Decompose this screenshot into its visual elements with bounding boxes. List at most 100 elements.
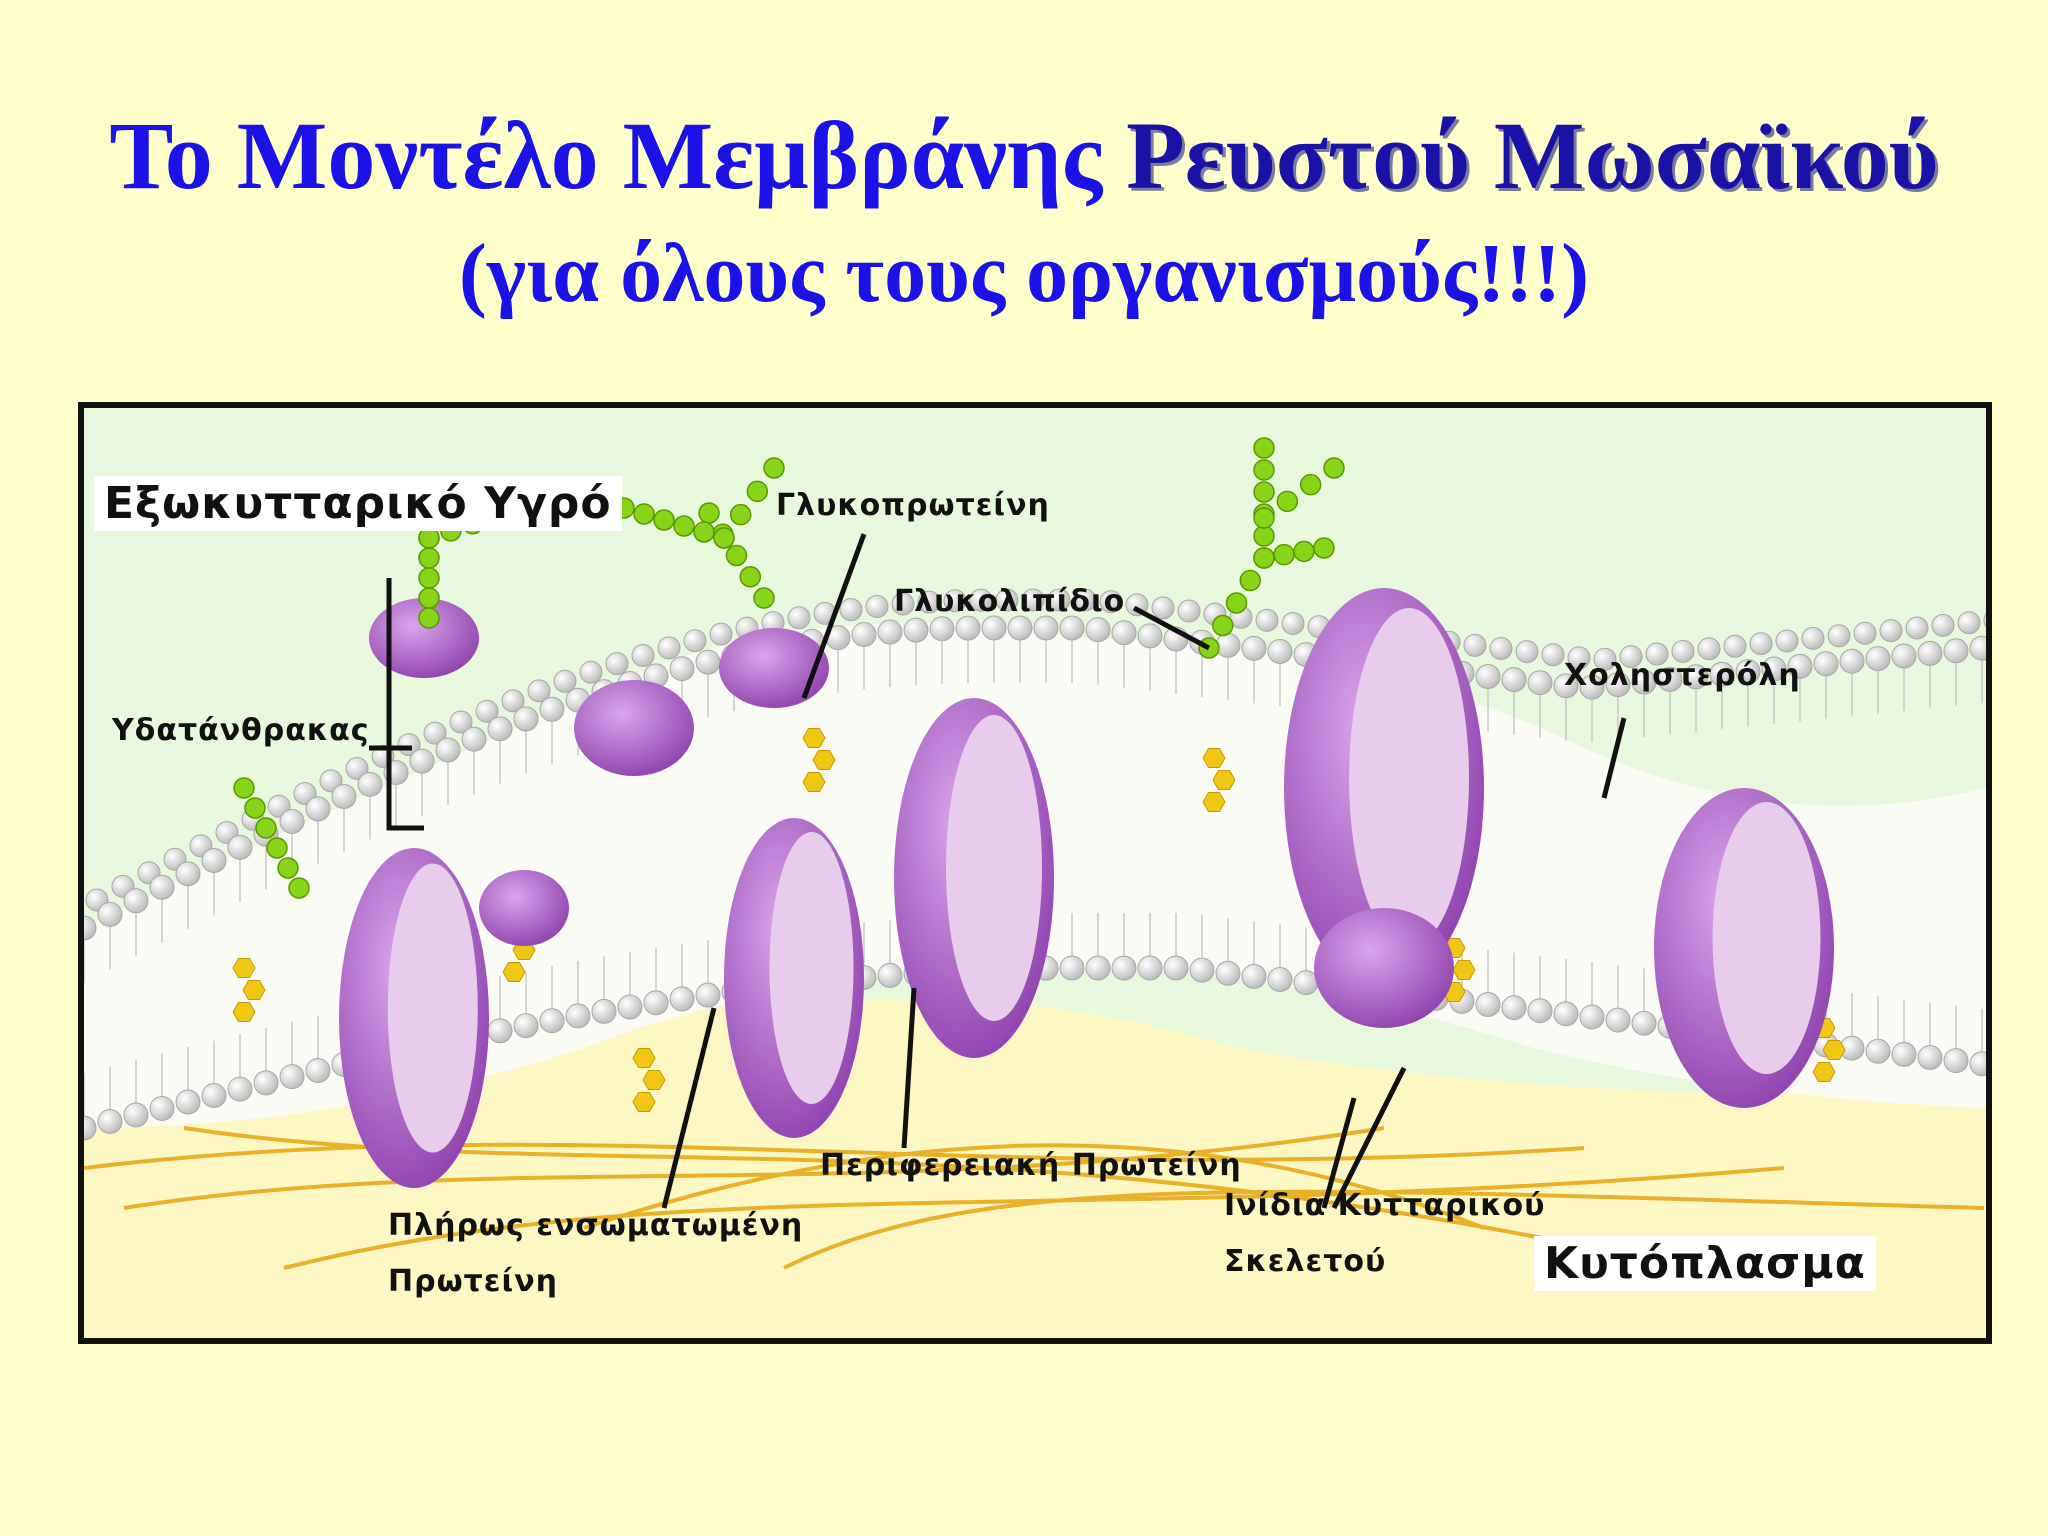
sugar-bead xyxy=(633,503,655,525)
sugar-bead xyxy=(729,503,752,526)
cholesterol-ring xyxy=(232,957,256,979)
lipid-head xyxy=(423,721,447,745)
lipid-head xyxy=(1749,632,1773,656)
lipid-head xyxy=(553,669,577,693)
label-glycoprotein: Γλυκοπρωτείνη xyxy=(776,488,1050,523)
lipid-head xyxy=(1709,661,1735,687)
lipid-head xyxy=(955,615,981,641)
lipid-head xyxy=(1281,612,1305,636)
lipid-head xyxy=(1059,615,1085,641)
lipid-head xyxy=(1605,1007,1631,1033)
peripheral-protein xyxy=(1314,908,1454,1028)
cholesterol-ring xyxy=(642,1069,666,1091)
lipid-head xyxy=(1241,635,1267,661)
lipid-head xyxy=(1137,955,1163,981)
lipid-head xyxy=(1735,659,1761,685)
leader-line xyxy=(386,578,424,831)
lipid-head xyxy=(1007,615,1033,641)
lipid-head xyxy=(969,588,993,612)
sugar-bead xyxy=(1253,507,1275,529)
lipid-head xyxy=(1189,957,1215,983)
lipid-head xyxy=(1839,648,1865,674)
filament xyxy=(783,1189,1985,1270)
lipid-head xyxy=(1787,653,1813,679)
lipid-head xyxy=(1463,633,1487,657)
lipid-head xyxy=(97,1108,123,1134)
lipid-head xyxy=(1553,1001,1579,1027)
lipid-head xyxy=(1475,991,1501,1017)
lipid-head xyxy=(591,998,617,1024)
sugar-bead xyxy=(753,587,775,609)
cholesterol-ring xyxy=(1202,747,1226,769)
lipid-head xyxy=(513,1013,539,1039)
lipid-head xyxy=(695,649,721,675)
lipid-head xyxy=(475,699,499,723)
lipid-head xyxy=(1891,1041,1917,1067)
lipid-head xyxy=(617,994,643,1020)
lipid-head xyxy=(1619,645,1643,669)
lipid-head xyxy=(1801,626,1825,650)
cholesterol-ring xyxy=(1452,959,1476,981)
lipid-head xyxy=(1489,636,1513,660)
lipid-head xyxy=(435,737,461,763)
lipid-head xyxy=(839,598,863,622)
cytoskeleton-filaments xyxy=(84,1126,1985,1270)
lipid-head xyxy=(1917,640,1943,666)
lipid-head xyxy=(1865,646,1891,672)
cholesterol-ring xyxy=(232,1001,256,1023)
lipid-head xyxy=(501,689,525,713)
lipid-head xyxy=(279,808,305,834)
lipid-head xyxy=(1085,955,1111,981)
lipid-head xyxy=(253,1070,279,1096)
sugar-bead xyxy=(1239,569,1261,592)
filament xyxy=(84,1142,1585,1170)
peripheral-protein xyxy=(719,628,829,708)
cholesterol-ring xyxy=(1822,1039,1846,1061)
sugar-bead xyxy=(266,837,288,859)
sugar-bead xyxy=(739,566,761,588)
lipid-head xyxy=(1579,1004,1605,1030)
lipid-head xyxy=(1215,632,1241,658)
cholesterol-ring xyxy=(632,1047,656,1069)
label-leader-lines xyxy=(369,533,1627,1210)
lipid-head xyxy=(1605,672,1631,698)
sugar-bead xyxy=(255,817,277,839)
lipid-head xyxy=(643,990,669,1016)
lipid-head xyxy=(1111,620,1137,646)
protein-face xyxy=(1712,802,1821,1074)
lipid-head xyxy=(631,643,655,667)
protein-face xyxy=(946,715,1042,1021)
lipid-head xyxy=(1931,613,1955,637)
lipid-head xyxy=(1215,960,1241,986)
lipid-head xyxy=(1047,588,1071,612)
sugar-bead xyxy=(698,502,720,524)
lipid-head xyxy=(1631,1010,1657,1036)
sugar-bead xyxy=(1225,592,1248,614)
lipid-head xyxy=(669,986,695,1012)
lipid-head xyxy=(1593,647,1617,671)
lipid-head xyxy=(1579,674,1605,700)
lipid-head xyxy=(84,915,97,941)
lipid-head xyxy=(1241,963,1267,989)
sugar-bead xyxy=(1212,614,1234,637)
lipid-head xyxy=(1515,640,1539,664)
lipid-head xyxy=(539,1008,565,1034)
lipid-head xyxy=(1969,1051,1986,1077)
filament xyxy=(123,1126,1385,1210)
leader-line xyxy=(801,533,867,699)
lipid-head xyxy=(995,588,1019,612)
lipid-head xyxy=(1099,590,1123,614)
lipid-head xyxy=(929,616,955,642)
lipid-head xyxy=(1969,635,1986,661)
leader-line xyxy=(901,987,917,1149)
peripheral-protein xyxy=(479,870,569,946)
lipid-head xyxy=(84,1115,97,1141)
lipid-head xyxy=(1723,634,1747,658)
sugar-bead xyxy=(1253,525,1275,547)
sugar-bead xyxy=(244,797,266,819)
lipid-head xyxy=(1151,596,1175,620)
sugar-bead xyxy=(418,527,440,549)
cholesterol-ring xyxy=(812,749,836,771)
lipid-head xyxy=(787,606,811,630)
membrane-diagram: Εξωκυτταρικό Υγρό Γλυκοπρωτείνη Γλυκολιπ… xyxy=(78,402,1992,1344)
